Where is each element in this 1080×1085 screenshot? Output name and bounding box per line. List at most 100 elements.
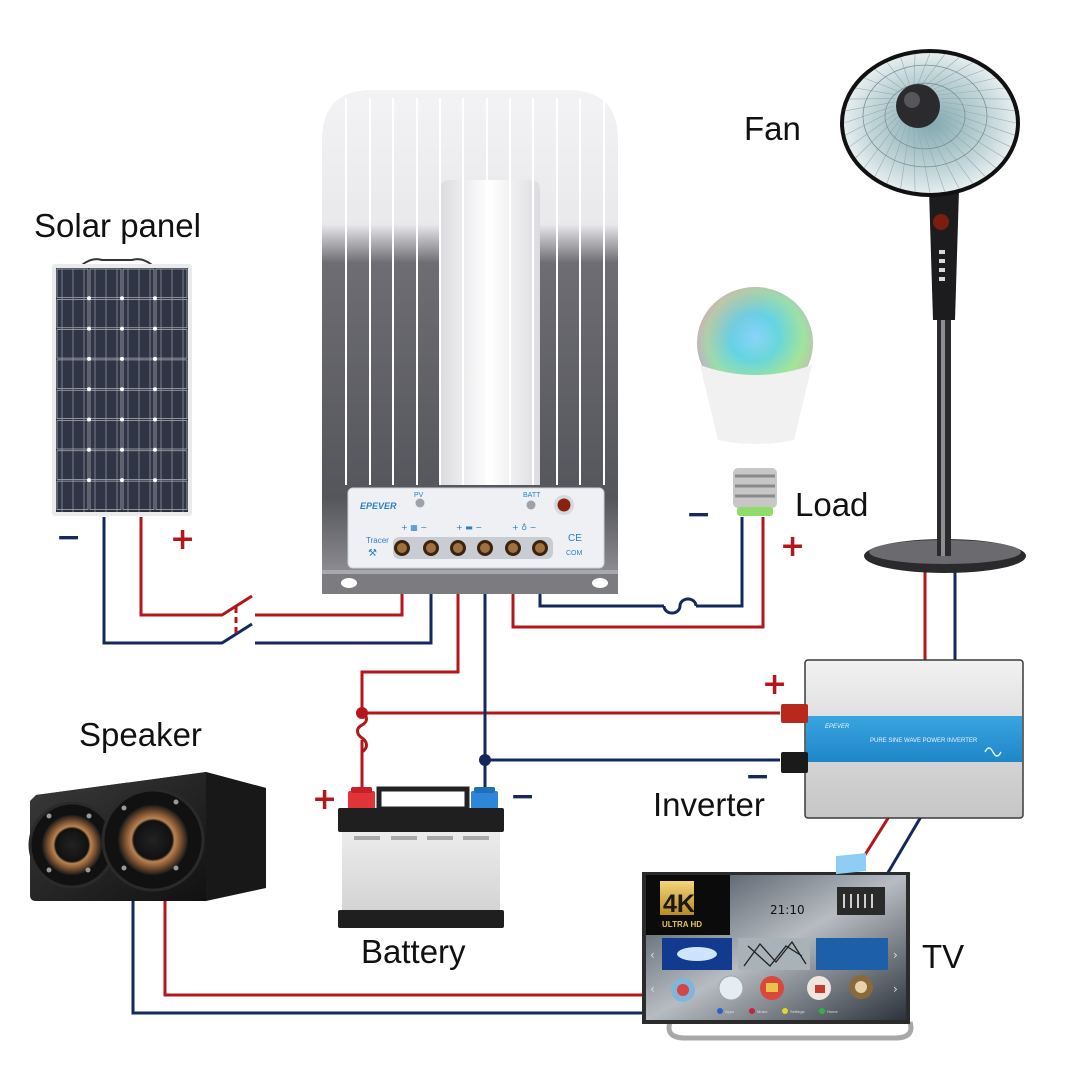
solar-cell-grid bbox=[56, 268, 188, 512]
fuse-load bbox=[662, 597, 698, 615]
heatsink-fins bbox=[345, 98, 605, 485]
battery-negative-sign: − bbox=[510, 779, 536, 814]
fan-guard-spoke bbox=[921, 53, 946, 85]
bulb-base bbox=[733, 468, 777, 508]
speaker bbox=[28, 772, 266, 901]
tv-arrow-left-1: ‹ bbox=[650, 948, 655, 962]
remote-icon: ⚒ bbox=[368, 548, 377, 559]
fan-guard-spoke bbox=[886, 124, 907, 184]
screw-head bbox=[508, 543, 518, 553]
battery-negative-terminal bbox=[471, 791, 498, 809]
pv-terminal-signs: + ▦ − bbox=[401, 523, 427, 532]
com-label: COM bbox=[566, 550, 583, 557]
solar-cell-dot bbox=[120, 447, 124, 452]
fan-motor-body bbox=[929, 190, 959, 320]
fan-guard-spoke bbox=[917, 52, 931, 85]
solar-cell-dot bbox=[153, 447, 157, 452]
screw-head bbox=[426, 543, 436, 553]
screw-head bbox=[480, 543, 490, 553]
tv-arrow-right-1: › bbox=[893, 948, 898, 962]
television: 4K ULTRA HD 21:10 ‹ › ‹ › bbox=[642, 852, 914, 1041]
sine-wave-icon bbox=[984, 747, 1002, 757]
tv-app-icons bbox=[671, 975, 873, 1002]
solar-cell-dot bbox=[120, 326, 124, 331]
solar-cell-dot bbox=[87, 478, 91, 483]
controller-center-plate bbox=[440, 180, 540, 485]
fan-guard-spoke bbox=[941, 101, 1015, 112]
tv-stand bbox=[666, 1021, 914, 1041]
fan-guard-spoke bbox=[925, 126, 960, 189]
fan-guard-spoke bbox=[938, 116, 1005, 159]
tv-4k-badge: 4K bbox=[663, 890, 695, 918]
solar-cell-dot bbox=[153, 387, 157, 392]
solar-cell-dot bbox=[153, 417, 157, 422]
wire-batt-positive bbox=[360, 572, 460, 712]
label-inverter: Inverter bbox=[653, 786, 765, 823]
tv-tile-monitor bbox=[816, 938, 888, 970]
inverter: EPEVER PURE SINE WAVE POWER INVERTER bbox=[781, 659, 1024, 819]
battery-foot bbox=[338, 910, 504, 928]
fan-guard-spoke bbox=[913, 54, 916, 85]
battery-handle bbox=[376, 786, 470, 812]
inverter-positive-sign: + bbox=[762, 667, 788, 702]
indicator-label-batt: BATT bbox=[523, 492, 541, 499]
tv-clock: 21:10 bbox=[770, 903, 805, 917]
solar-cell-dot bbox=[153, 326, 157, 331]
bulb-neck bbox=[700, 365, 812, 444]
wires bbox=[102, 517, 957, 1015]
wire-pv-positive bbox=[139, 517, 253, 617]
fan-guard-spoke bbox=[886, 62, 907, 88]
batt-terminal-signs: + ▬ − bbox=[456, 523, 482, 532]
solar-cell-dot bbox=[87, 296, 91, 301]
speaker-side bbox=[206, 772, 266, 901]
screw-head bbox=[453, 543, 463, 553]
fan-guard-spoke bbox=[864, 77, 900, 93]
solar-panel bbox=[52, 258, 192, 516]
label-solar-panel: Solar panel bbox=[34, 207, 201, 244]
ce-mark: CE bbox=[568, 533, 582, 544]
fan-guard-spoke bbox=[849, 113, 896, 148]
fan-guard-spoke bbox=[940, 98, 1011, 100]
solar-positive-sign: + bbox=[170, 522, 196, 557]
wire-pv-negative bbox=[102, 517, 253, 645]
fuse-battery bbox=[356, 710, 368, 754]
fan-guard-wires bbox=[843, 52, 1017, 194]
fan-guard-spoke bbox=[855, 116, 898, 159]
fan-guard-spoke bbox=[929, 124, 974, 184]
battery-lid bbox=[338, 808, 504, 832]
solar-cell-dot bbox=[87, 356, 91, 361]
solar-cell-dot bbox=[153, 296, 157, 301]
inverter-band-text: PURE SINE WAVE POWER INVERTER bbox=[870, 738, 978, 744]
fan-guard-spoke bbox=[845, 101, 895, 112]
screw-terminals bbox=[394, 540, 548, 556]
inverter-positive-terminal bbox=[781, 704, 808, 723]
solar-cell-dot bbox=[153, 478, 157, 483]
tv-legend-music: Music bbox=[757, 1009, 767, 1014]
brand-logo: EPEVER bbox=[360, 501, 397, 511]
charge-controller: EPEVER PV BATT Tracer ⚒ + ▦ − + ▬ − + ♁ … bbox=[322, 90, 618, 594]
solar-cell-dot bbox=[120, 478, 124, 483]
screw-head bbox=[535, 543, 545, 553]
solar-cell-dot bbox=[87, 417, 91, 422]
solar-cell-dot bbox=[87, 387, 91, 392]
inverter-negative-sign: − bbox=[745, 759, 771, 794]
model-label: Tracer bbox=[366, 536, 389, 545]
fan-guard-spoke bbox=[933, 122, 986, 177]
fan-guard-spoke bbox=[874, 69, 903, 90]
solar-negative-sign: − bbox=[56, 520, 82, 555]
tv-ultra-hd: ULTRA HD bbox=[662, 920, 702, 929]
wire-speaker-negative bbox=[131, 900, 650, 1015]
solar-cell-dot bbox=[120, 417, 124, 422]
load-positive-sign: + bbox=[780, 529, 806, 564]
fan-guard-ring bbox=[862, 64, 988, 168]
battery-positive-sign: + bbox=[312, 782, 338, 817]
inverter-negative-terminal bbox=[781, 752, 808, 773]
tv-legend-apps: Apps bbox=[725, 1009, 734, 1014]
label-tv: TV bbox=[922, 938, 965, 975]
rgb-bulb bbox=[697, 287, 813, 516]
wire-load-positive bbox=[511, 517, 765, 629]
fan-guard-spoke bbox=[936, 77, 996, 93]
fan-guard-spoke bbox=[936, 119, 997, 169]
fan-guard-spoke bbox=[938, 87, 1005, 96]
